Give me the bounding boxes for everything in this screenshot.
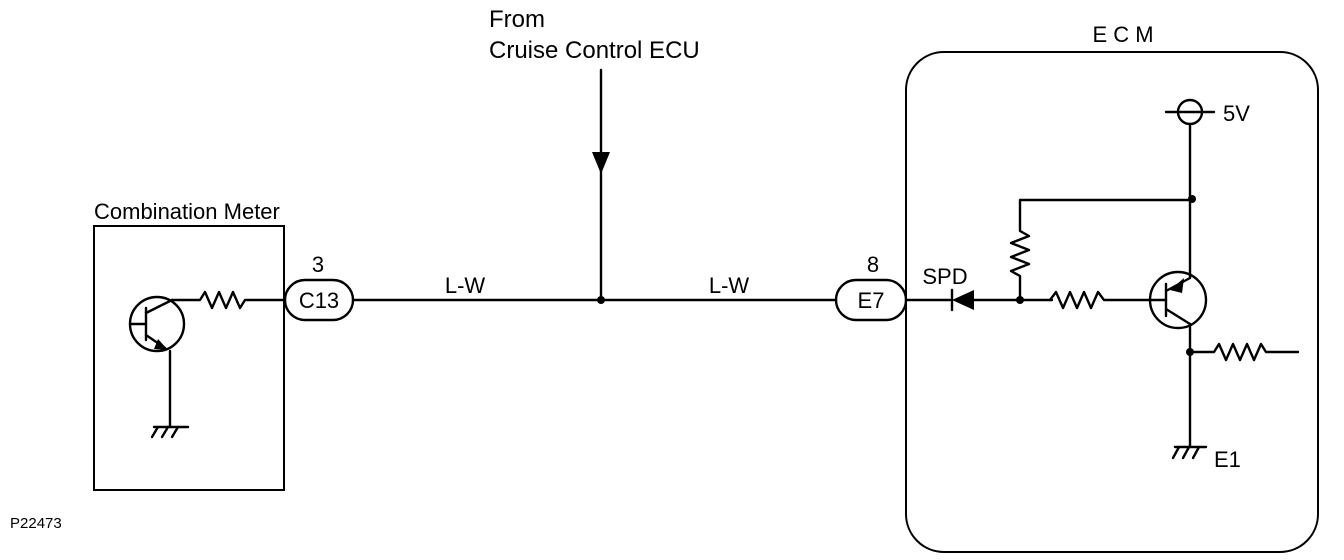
connector-e7-label: E7 [858,288,885,313]
meter-resistor [170,290,286,310]
output-resistor [1188,342,1300,362]
diode-symbol [950,288,974,312]
source-label-line1: From [489,6,545,33]
spd-label: SPD [922,264,967,289]
wire-color-right: L-W [709,273,750,298]
ecm-ground-symbol [1171,445,1208,460]
ground-e1-label: E1 [1214,447,1241,472]
ecm-transistor [1148,270,1208,330]
source-arrow [592,68,610,300]
connector-c13-label: C13 [299,288,339,313]
supply-terminal-icon [1164,98,1216,126]
supply-5v-label: 5V [1223,101,1250,126]
ecm-box [905,51,1319,553]
meter-ground-symbol [150,425,190,439]
figure-id: P22473 [10,515,62,532]
source-label-line2: Cruise Control ECU [489,37,700,64]
connector-e7-pin: 8 [867,252,879,277]
spd-node-dot [1016,296,1024,304]
wire-color-left: L-W [445,273,486,298]
meter-transistor [128,295,186,428]
connector-c13-pin: 3 [312,252,324,277]
ecm-title: E C M [1092,22,1153,47]
combination-meter-box [93,225,285,491]
base-resistor [1048,290,1162,310]
combination-meter-title: Combination Meter [94,199,280,224]
pullup-resistor [1009,198,1194,300]
